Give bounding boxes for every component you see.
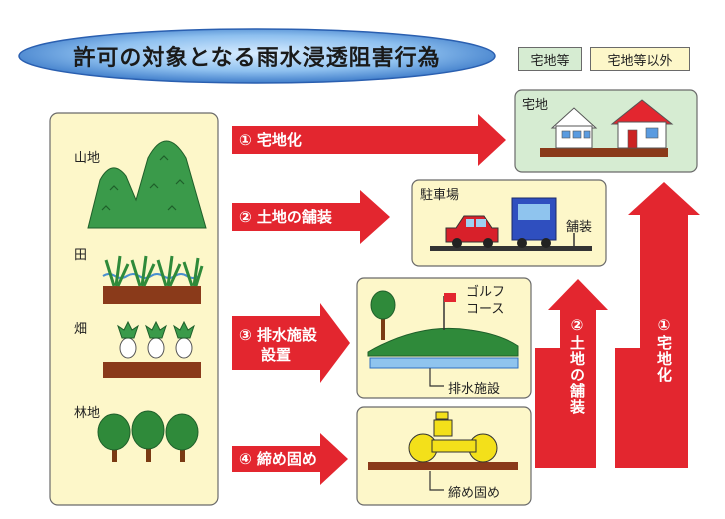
compaction-box <box>356 406 532 506</box>
legend-non-residential: 宅地等以外 <box>590 47 690 71</box>
parking-label: 駐車場 <box>420 188 460 203</box>
golf-tree-icon <box>370 290 396 340</box>
house-left-icon <box>550 107 598 149</box>
arrow-3-drainage <box>232 303 350 383</box>
action-label-3-line2: 設置 <box>261 346 292 364</box>
vertical-label-1: ①宅地化 <box>655 316 673 383</box>
pavement-label: 舗装 <box>566 220 593 235</box>
drainage-pointer <box>429 368 444 387</box>
label-crop-field: 畑 <box>74 322 88 337</box>
left-panel <box>49 112 219 506</box>
drainage-label: 排水施設 <box>448 382 501 397</box>
title-ellipse <box>18 28 496 84</box>
label-rice-field: 田 <box>74 248 88 263</box>
compaction-label: 締め固め <box>448 486 501 501</box>
house-right-icon <box>610 99 674 149</box>
vertical-arrow-2-pavement <box>535 279 608 468</box>
action-label-2: ② 土地の舗装 <box>239 208 332 226</box>
rice-field-icon <box>102 255 204 304</box>
roller-icon <box>408 411 498 463</box>
legend-residential: 宅地等 <box>518 47 582 71</box>
arrow-1-residential <box>232 114 506 166</box>
golf-label-line1: ゴルフ <box>466 285 506 300</box>
arrow-4-compaction <box>232 433 348 485</box>
forest-icon <box>97 410 199 462</box>
title-banner: 許可の対象となる雨水浸透阻害行為 <box>18 28 496 84</box>
action-label-4: ④ 締め固め <box>239 450 317 468</box>
compaction-pointer <box>429 471 444 491</box>
mountain-icon <box>87 140 207 229</box>
golf-flag-icon <box>443 293 456 330</box>
truck-icon <box>511 197 557 248</box>
diagram-title: 許可の対象となる雨水浸透阻害行為 <box>73 46 441 71</box>
car-icon <box>445 215 499 248</box>
vertical-label-2: ②土地の舗装 <box>568 316 586 415</box>
crop-field-icon <box>103 320 201 378</box>
action-label-1: ① 宅地化 <box>239 131 302 149</box>
arrow-2-pavement <box>232 190 390 244</box>
label-forest: 林地 <box>74 406 101 421</box>
action-label-3-line1: ③ 排水施設 <box>239 326 317 344</box>
residential-area-label: 宅地 <box>522 98 549 113</box>
label-mountain: 山地 <box>74 151 101 166</box>
vertical-arrow-1-residential <box>615 182 700 468</box>
golf-label-line2: コース <box>466 302 505 317</box>
